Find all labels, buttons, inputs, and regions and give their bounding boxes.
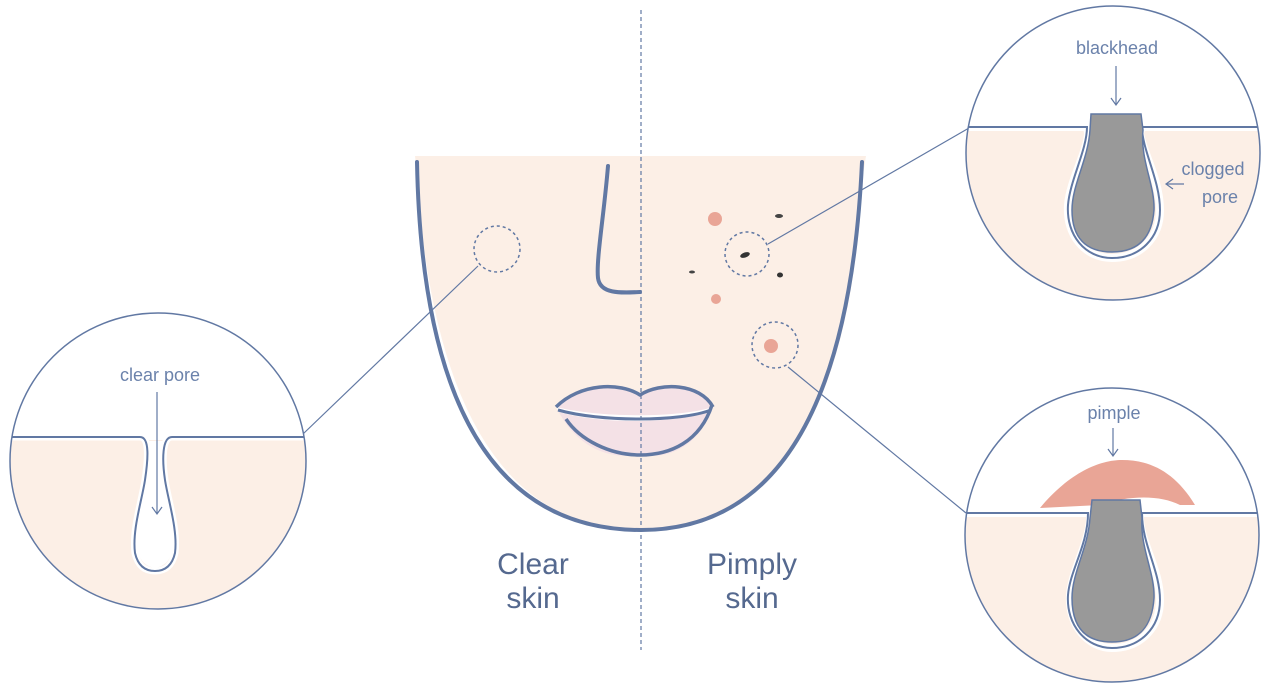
clogged-pore-label-line1: clogged <box>1181 159 1244 179</box>
clear-pore-label: clear pore <box>120 365 200 385</box>
pimple-label: pimple <box>1087 403 1140 423</box>
side-labels: Clear skin Pimply skin <box>497 548 797 615</box>
pimply-skin-label-line1: Pimply <box>707 548 797 581</box>
blackhead-zoom: blackhead clogged pore <box>960 6 1264 308</box>
pimple-zoom: pimple <box>960 388 1264 683</box>
blackhead-label: blackhead <box>1076 38 1158 58</box>
clear-skin-label-line1: Clear <box>497 548 569 581</box>
clogged-pore-label-line2: pore <box>1202 187 1238 207</box>
clear-skin-label-line2: skin <box>506 582 559 615</box>
clear-pore-zoom: clear pore <box>0 313 320 620</box>
connector-pimple <box>788 367 966 513</box>
pimply-skin-label-line2: skin <box>725 582 778 615</box>
